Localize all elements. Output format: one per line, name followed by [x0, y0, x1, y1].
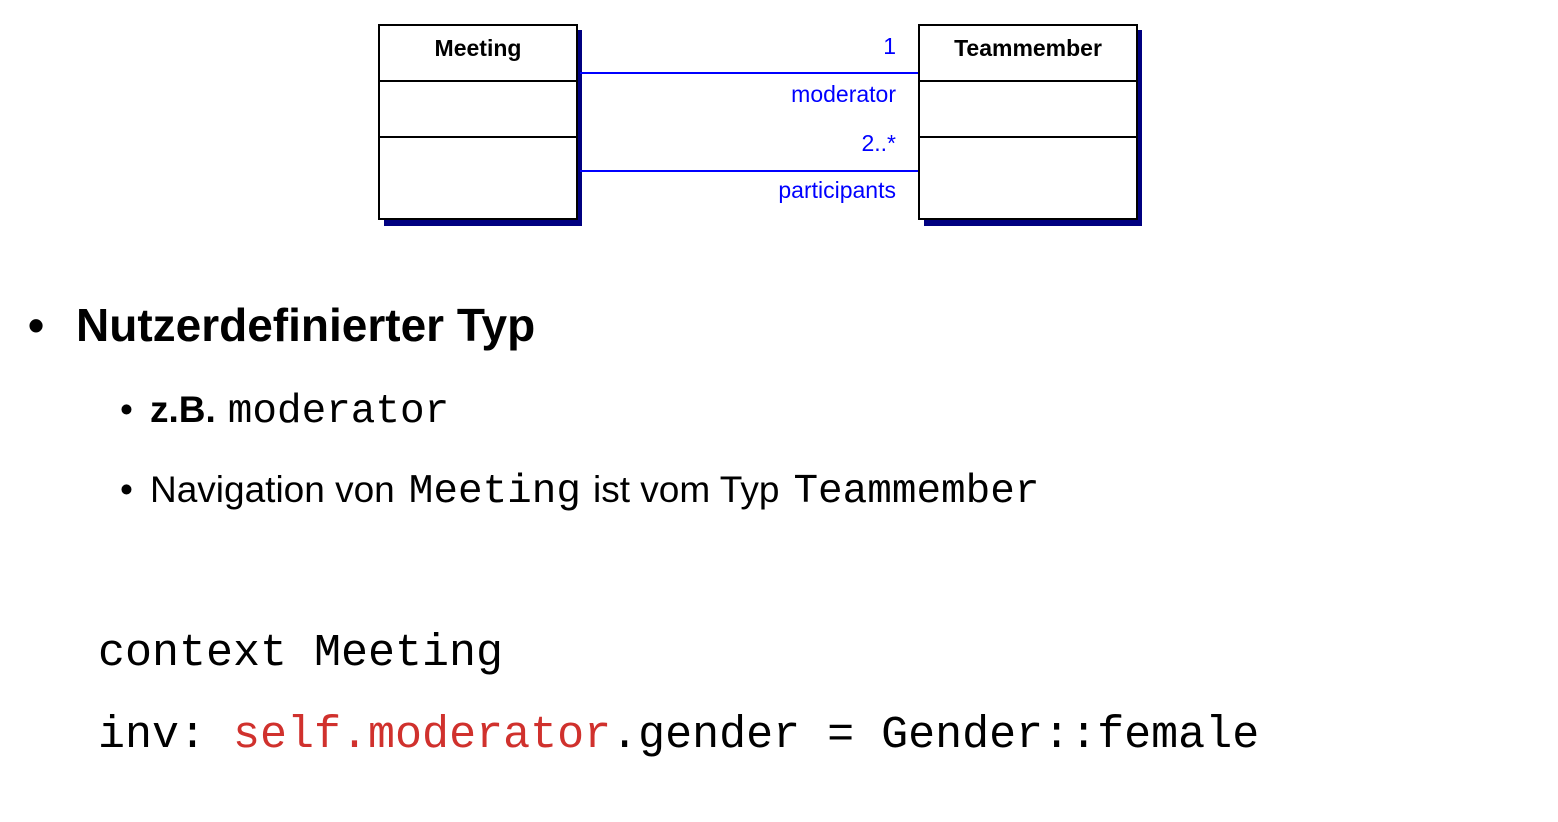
sub-bullet-navigation-text-a: Navigation von: [150, 469, 395, 510]
teammember-operations-compartment: [920, 138, 1136, 218]
teammember-class-name: Teammember: [920, 26, 1136, 82]
sub-bullet-dot: •: [120, 469, 133, 510]
bullet-dot: •: [28, 299, 45, 351]
sub-bullet-dot: •: [120, 389, 133, 430]
moderator-association-line: [580, 72, 918, 74]
meeting-class-name: Meeting: [380, 26, 576, 82]
participants-role-label: participants: [778, 177, 896, 203]
ocl-invariant-line: inv: self.moderator.gender = Gender::fem…: [98, 710, 1259, 761]
sub-bullet-example-code: moderator: [227, 389, 450, 435]
participants-multiplicity: 2..*: [861, 130, 896, 156]
ocl-invariant-highlight: self.moderator: [233, 710, 612, 761]
sub-bullet-example-prefix: z.B.: [150, 389, 216, 430]
bullet-heading: • Nutzerdefinierter Typ: [28, 298, 535, 352]
moderator-multiplicity: 1: [883, 33, 896, 59]
sub-bullet-navigation-code-b: Teammember: [793, 469, 1040, 515]
ocl-invariant-suffix: .gender = Gender::female: [611, 710, 1260, 761]
teammember-class: Teammember: [918, 24, 1138, 220]
sub-bullet-navigation-code-a: Meeting: [408, 469, 581, 515]
moderator-role-label: moderator: [791, 81, 896, 107]
meeting-attributes-compartment: [380, 82, 576, 138]
sub-bullet-navigation-text-b: ist vom Typ: [593, 469, 780, 510]
sub-bullet-example: • z.B. moderator: [120, 389, 449, 435]
meeting-class: Meeting: [378, 24, 578, 220]
bullet-heading-text: Nutzerdefinierter Typ: [76, 299, 536, 351]
participants-association-line: [580, 170, 918, 172]
sub-bullet-navigation: • Navigation von Meeting ist vom Typ Tea…: [120, 469, 1039, 515]
meeting-operations-compartment: [380, 138, 576, 218]
ocl-invariant-prefix: inv:: [98, 710, 234, 761]
ocl-context-line: context Meeting: [98, 628, 504, 679]
teammember-attributes-compartment: [920, 82, 1136, 138]
